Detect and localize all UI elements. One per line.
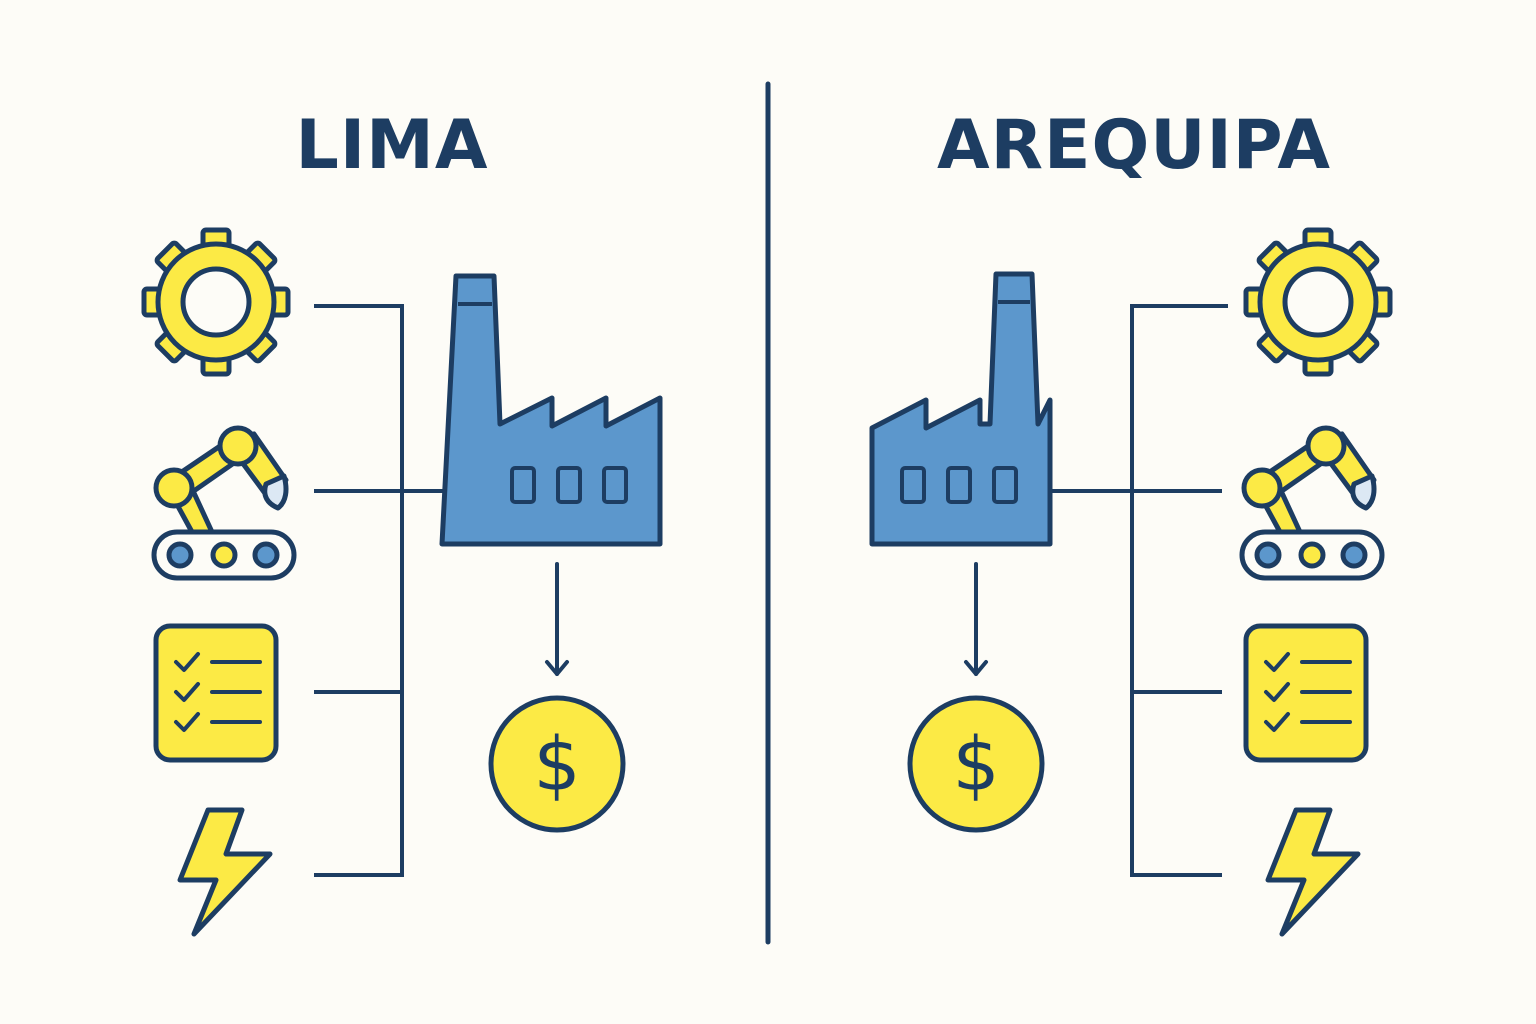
- factory-icon: [869, 271, 1053, 547]
- checklist-icon: [1243, 623, 1369, 763]
- panel-lima: LIMA: [141, 106, 663, 937]
- gear-icon: [141, 227, 291, 377]
- gear-icon: [1243, 227, 1393, 377]
- robot-arm-icon: [151, 425, 297, 581]
- coin-symbol: $: [533, 722, 580, 808]
- arrow-down: [964, 562, 988, 676]
- panel-title-lima: LIMA: [296, 106, 489, 185]
- lightning-icon: [177, 807, 273, 937]
- connector-lines-lima: [314, 304, 446, 877]
- robot-arm-icon: [1239, 425, 1385, 581]
- coin-symbol: $: [952, 722, 999, 808]
- panel-title-arequipa: AREQUIPA: [937, 106, 1331, 185]
- lightning-icon: [1265, 807, 1361, 937]
- checklist-icon: [153, 623, 279, 763]
- panel-arequipa: AREQUIPA: [869, 106, 1393, 937]
- connector-lines-arequipa: [1048, 304, 1228, 877]
- dollar-coin-icon: $: [488, 695, 626, 833]
- dollar-coin-icon: $: [907, 695, 1045, 833]
- factory-icon: [439, 273, 663, 547]
- arrow-down: [545, 562, 569, 676]
